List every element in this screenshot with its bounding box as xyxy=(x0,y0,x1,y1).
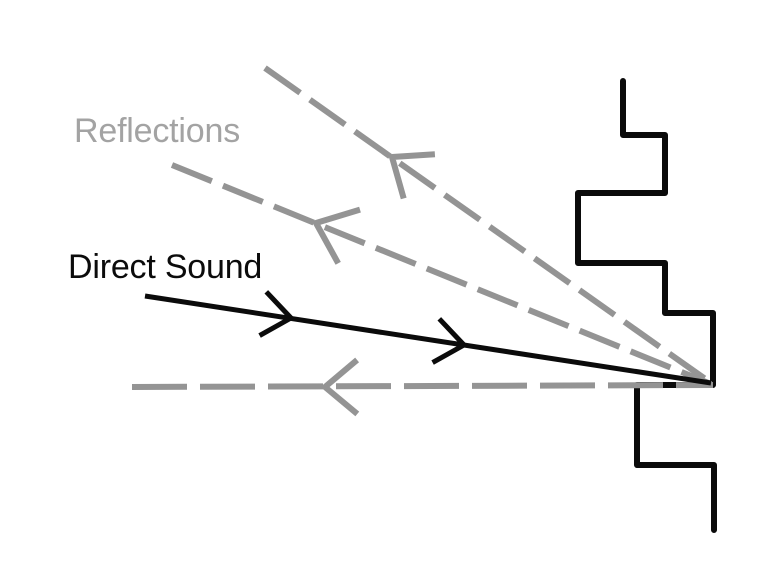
diffuser-wall-outline xyxy=(575,78,717,533)
direct-sound-label: Direct Sound xyxy=(68,248,263,286)
reflections-label: Reflections xyxy=(74,112,240,150)
arrowhead-reflection-floor xyxy=(322,357,360,417)
arrowhead-reflection-upper xyxy=(389,151,436,200)
arrowhead-reflection-middle xyxy=(313,206,361,265)
ray-direct-sound xyxy=(144,293,712,386)
ray-reflection-middle xyxy=(170,162,713,387)
ray-reflection-upper xyxy=(263,65,713,386)
ray-reflection-floor xyxy=(131,382,714,390)
arrowhead-direct-sound xyxy=(431,317,467,365)
arrowhead-direct-sound xyxy=(258,290,294,338)
